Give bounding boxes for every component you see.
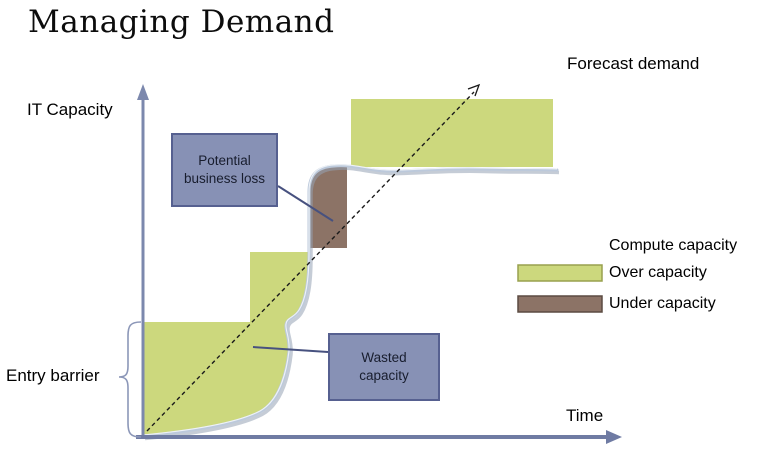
wasted-capacity-connector [252, 346, 329, 353]
x-axis-arrowhead [606, 430, 622, 444]
legend-title: Compute capacity [609, 237, 738, 254]
wasted-capacity-text: Wasted capacity [359, 350, 409, 383]
under-capacity-region [309, 166, 347, 248]
potential-business-loss-text: Potential business loss [183, 153, 266, 186]
legend-item-over-capacity: Over capacity [517, 264, 707, 282]
over-capacity-swatch-rect [517, 264, 603, 282]
potential-business-loss-callout: Potential business loss [171, 133, 278, 207]
entry-barrier-brace [118, 321, 142, 438]
x-axis-label: Time [566, 406, 604, 425]
legend-item-under-capacity: Under capacity [517, 295, 716, 313]
slide-title: Managing Demand [28, 4, 335, 40]
y-axis-arrowhead [137, 84, 149, 100]
y-axis-label: IT Capacity [27, 100, 113, 119]
forecast-demand-arrowhead [467, 83, 481, 97]
capacity-curve-shadow [144, 166, 560, 441]
forecast-demand-label: Forecast demand [567, 54, 700, 73]
under-capacity-label: Under capacity [609, 295, 716, 312]
over-capacity-region-upper [351, 99, 553, 167]
wasted-capacity-callout: Wasted capacity [328, 333, 440, 401]
capacity-curve-highlight [142, 164, 558, 436]
forecast-demand-line [146, 91, 475, 432]
under-capacity-swatch-rect [517, 295, 603, 313]
over-capacity-region-lower [143, 252, 309, 436]
potential-loss-connector [277, 185, 334, 222]
over-capacity-label: Over capacity [609, 264, 707, 281]
under-capacity-swatch [517, 295, 603, 313]
entry-barrier-label: Entry barrier [6, 366, 100, 385]
over-capacity-swatch [517, 264, 603, 282]
